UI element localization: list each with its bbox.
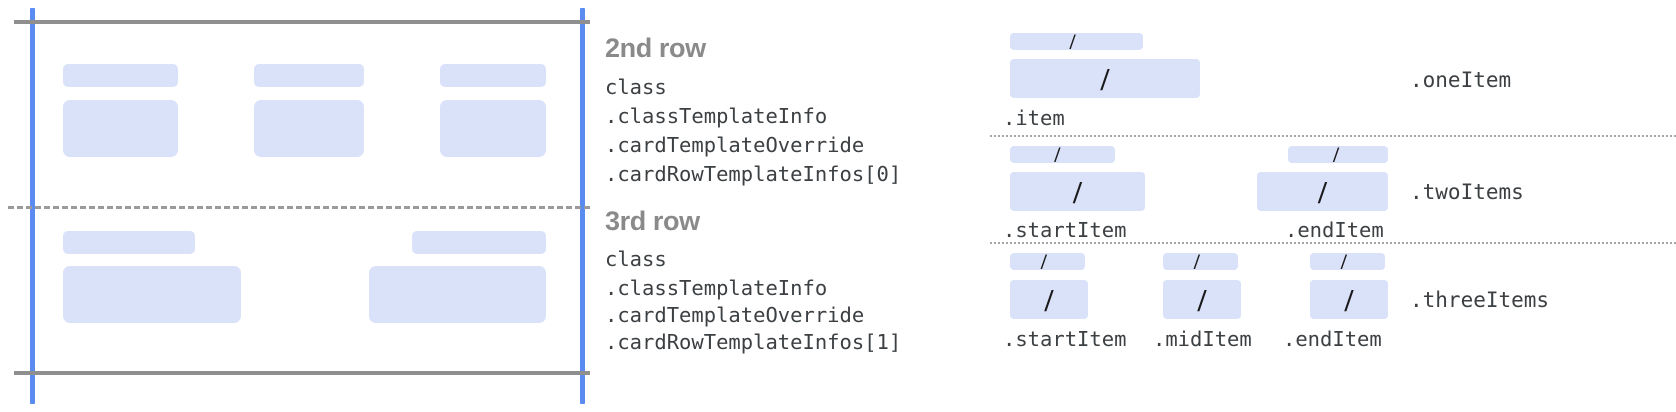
variant-separator-2	[990, 242, 1676, 244]
twoitems-enditem-label: .endItem	[1285, 218, 1384, 242]
variant-name-oneitem: .oneItem	[1410, 68, 1512, 92]
row2-col1-label-bar	[63, 64, 178, 87]
threeitems-startitem-label: .startItem	[1003, 327, 1127, 351]
slash-mark-icon: /	[1040, 253, 1047, 270]
twoitems-startitem-label: .startItem	[1003, 218, 1127, 242]
card-layout-mockup	[0, 0, 590, 412]
threeitems-miditem-label: .midItem	[1153, 327, 1252, 351]
oneitem-item-label: .item	[1003, 106, 1065, 130]
annotation-title-row3: 3rd row	[605, 206, 700, 236]
twoitems-enditem-content-block: /	[1257, 172, 1388, 211]
slash-mark-icon: /	[1100, 60, 1110, 97]
slash-mark-icon: /	[1069, 33, 1076, 50]
threeitems-enditem-label: .endItem	[1283, 327, 1382, 351]
annotation-row3-line-2: .classTemplateInfo	[605, 276, 828, 300]
variant-name-twoitems: .twoItems	[1410, 180, 1524, 204]
slash-mark-icon: /	[1340, 253, 1347, 270]
row-divider-dashed	[8, 206, 590, 209]
annotation-column: 2nd row class .classTemplateInfo .cardTe…	[605, 0, 945, 412]
annotation-row2-line-1: class	[605, 75, 667, 99]
slash-mark-icon: /	[1073, 173, 1082, 210]
twoitems-startitem-content-block: /	[1010, 172, 1145, 211]
threeitems-startitem-label-bar: /	[1010, 253, 1085, 270]
variant-separator-1	[990, 135, 1676, 137]
annotation-row2-line-2: .classTemplateInfo	[605, 104, 828, 128]
slash-mark-icon: /	[1344, 281, 1354, 318]
row3-col2-content-block	[369, 266, 546, 323]
annotation-row2-line-4: .cardRowTemplateInfos[0]	[605, 162, 902, 186]
slash-mark-icon: /	[1318, 173, 1327, 210]
row-variants-column: / / .item .oneItem / / .startItem / / .e…	[985, 0, 1676, 412]
row3-col1-content-block	[63, 266, 241, 323]
annotation-row3-line-1: class	[605, 247, 667, 271]
slash-mark-icon: /	[1193, 253, 1200, 270]
row2-col1-content-block	[63, 100, 178, 157]
annotation-row2-line-3: .cardTemplateOverride	[605, 133, 865, 157]
twoitems-startitem-label-bar: /	[1010, 146, 1115, 163]
oneitem-item-label-bar: /	[1010, 33, 1143, 50]
slash-mark-icon: /	[1197, 281, 1207, 318]
threeitems-enditem-label-bar: /	[1310, 253, 1385, 270]
threeitems-enditem-content-block: /	[1310, 280, 1388, 319]
annotation-row3-line-4: .cardRowTemplateInfos[1]	[605, 330, 902, 354]
row2-col3-label-bar	[440, 64, 546, 87]
annotation-row3-line-3: .cardTemplateOverride	[605, 303, 865, 327]
threeitems-miditem-content-block: /	[1163, 280, 1241, 319]
threeitems-startitem-content-block: /	[1010, 280, 1088, 319]
variant-name-threeitems: .threeItems	[1410, 288, 1550, 312]
row2-col2-label-bar	[254, 64, 364, 87]
row2-col3-content-block	[440, 100, 546, 157]
row2-col2-content-block	[254, 100, 364, 157]
slash-mark-icon: /	[1332, 146, 1340, 163]
slash-mark-icon: /	[1054, 146, 1061, 163]
threeitems-miditem-label-bar: /	[1163, 253, 1238, 270]
oneitem-item-content-block: /	[1010, 59, 1200, 98]
card-top-border	[14, 20, 590, 24]
annotation-title-row2: 2nd row	[605, 33, 706, 63]
row3-col2-label-bar	[412, 231, 546, 254]
slash-mark-icon: /	[1044, 281, 1054, 318]
card-bottom-border	[14, 371, 590, 375]
row3-col1-label-bar	[63, 231, 195, 254]
twoitems-enditem-label-bar: /	[1288, 146, 1388, 163]
